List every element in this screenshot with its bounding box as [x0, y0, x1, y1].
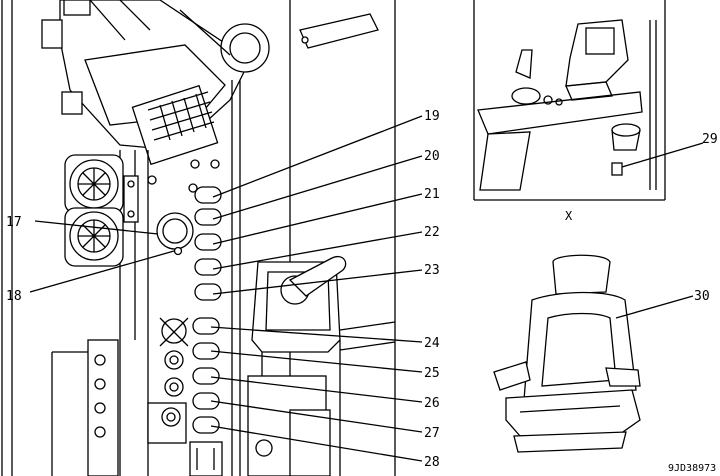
callout-19: 19 [424, 109, 440, 124]
keypad-grid [147, 91, 215, 141]
view-label-x: X [565, 209, 573, 223]
item-29-switch [611, 162, 623, 176]
callout-28: 28 [424, 455, 440, 470]
seat-illustration [493, 254, 694, 453]
view-x-illustration [473, 0, 704, 201]
callout-27: 27 [424, 426, 440, 441]
dial-upper [64, 154, 124, 214]
callout-18: 18 [6, 289, 22, 304]
upper-switch-column [194, 186, 222, 301]
callout-30: 30 [694, 289, 710, 304]
callout-24: 24 [424, 336, 440, 351]
callout-23: 23 [424, 263, 440, 278]
item-18-indicator [173, 246, 183, 256]
callout-17: 17 [6, 215, 22, 230]
callout-26: 26 [424, 396, 440, 411]
callout-22: 22 [424, 225, 440, 240]
left-console-illustration [1, 0, 423, 476]
callout-20: 20 [424, 149, 440, 164]
callout-29: 29 [702, 132, 718, 147]
callout-21: 21 [424, 187, 440, 202]
dial-lower [64, 207, 124, 267]
joystick-assembly [247, 255, 396, 476]
figure-code: 9JD38973 [668, 463, 716, 474]
lower-switch-column [192, 317, 220, 434]
callout-25: 25 [424, 366, 440, 381]
